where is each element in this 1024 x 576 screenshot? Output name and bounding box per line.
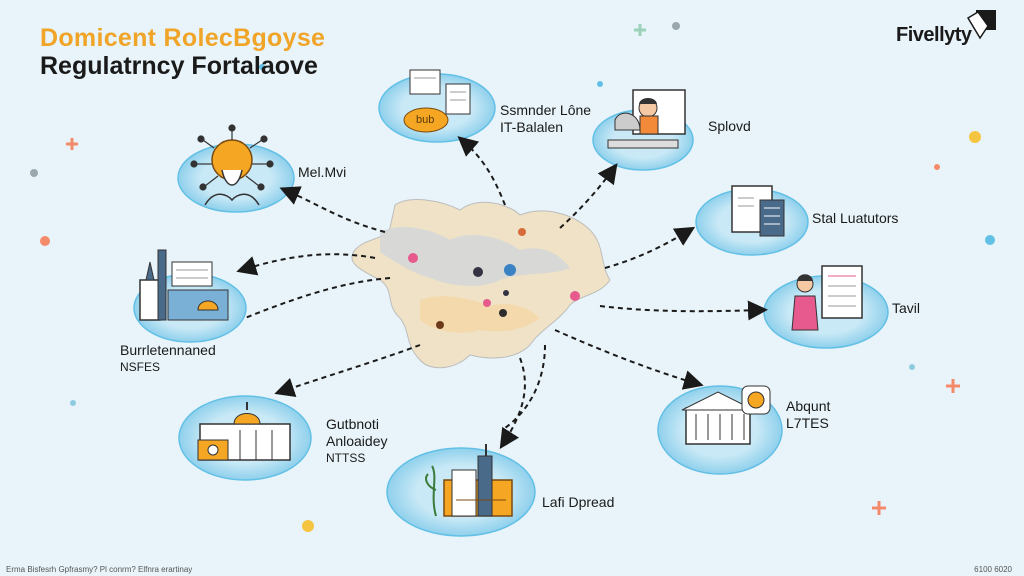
node-label-line: Stal Luatutors: [812, 210, 899, 226]
node-label-top-right: Splovd: [708, 118, 751, 135]
badge-label: bub: [416, 114, 435, 126]
illustration-top-left: [190, 124, 274, 206]
illustration-right-middle: [791, 265, 863, 331]
node-label-top-left: Mel.Mvi: [298, 164, 346, 181]
node-label-line: NSFES: [120, 360, 161, 374]
footer-right-text: 6100 6020: [974, 565, 1012, 574]
illustration-bottom-center: [425, 444, 513, 517]
node-label-line: NTTSS: [326, 451, 366, 465]
illustration-bottom-left: [197, 402, 291, 461]
node-label-right-upper: Stal Luatutors: [812, 210, 898, 227]
confetti-decoration: [30, 22, 995, 532]
node-label-line: Splovd: [708, 118, 751, 134]
footer-left-text: Erma Bisfesrh Gpfrasmy? Pl conrm? Elfnra…: [6, 565, 193, 574]
node-label-line: Burrletennaned: [120, 342, 216, 358]
node-label-line: Abqunt: [786, 398, 831, 414]
illustration-left-middle: [139, 249, 229, 321]
node-label-line: Tavil: [892, 300, 921, 316]
node-label-line: Anloaidey: [326, 433, 388, 449]
node-label-line: Lafi Dpread: [542, 494, 615, 510]
node-label-line: Mel.Mvi: [298, 164, 347, 180]
node-label-line: L7TES: [786, 415, 829, 431]
illustration-right-upper: [731, 185, 785, 237]
illustration-top-center: [403, 69, 471, 133]
illustration-top-right: [607, 89, 686, 149]
node-label-line: Ssmnder Lône: [500, 102, 592, 118]
title-line-1: Domicent RolecBgoyse: [40, 24, 326, 52]
node-label-line: Gutbnoti: [326, 416, 379, 432]
node-label-right-middle: Tavil: [892, 300, 920, 317]
brand-logo-icon: [966, 10, 996, 40]
central-map: [351, 199, 611, 369]
node-label-line: IT-Balalen: [500, 119, 564, 135]
node-label-left-middle: Burrletennaned NSFES: [120, 342, 216, 376]
node-label-top-center: Ssmnder Lône IT-Balalen: [500, 102, 591, 136]
title-line-2: Regulatrncy Fortalaove: [40, 52, 318, 80]
node-label-right-lower: Abqunt L7TES: [786, 398, 830, 432]
brand-name: Fivellyty: [896, 24, 972, 46]
illustration-right-lower: [681, 385, 771, 445]
connector-arrows: [236, 136, 768, 450]
node-label-bottom-center: Lafi Dpread: [542, 494, 614, 511]
node-label-bottom-left: Gutbnoti Anloaidey NTTSS: [326, 416, 388, 467]
